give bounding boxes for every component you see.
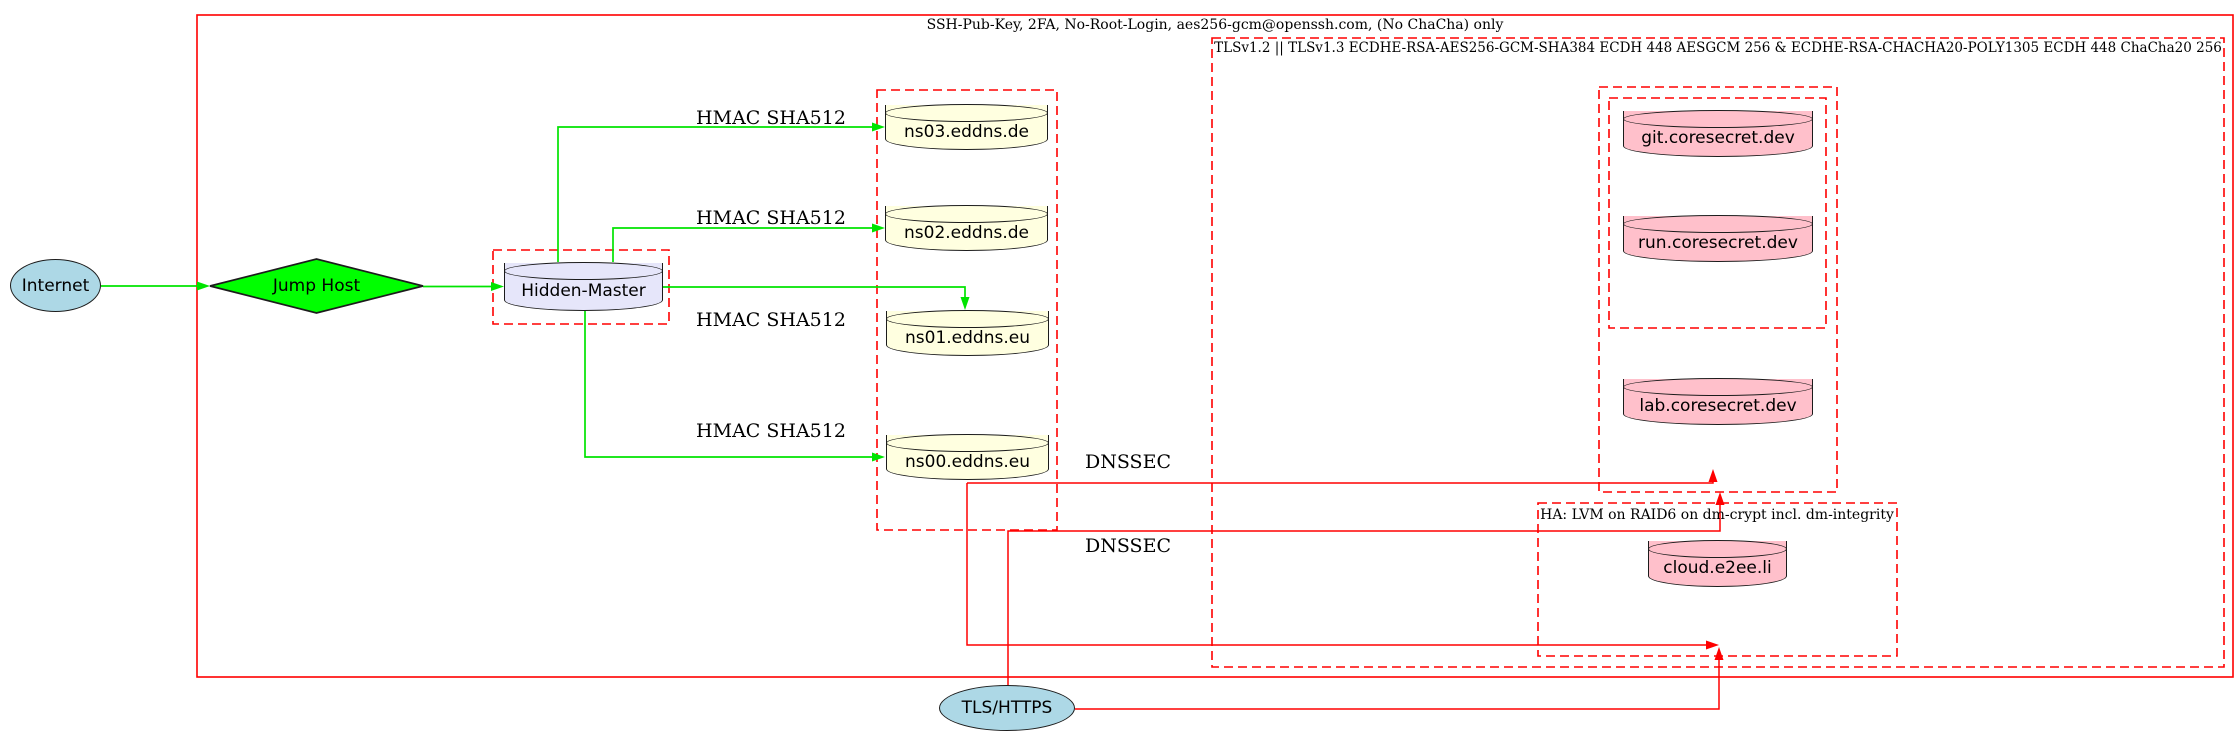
node-cloud-e2ee-label: cloud.e2ee.li xyxy=(1663,558,1772,578)
edge-label-hmac-ns03: HMAC SHA512 xyxy=(696,107,846,129)
tls-cluster-label: TLSv1.2 || TLSv1.3 ECDHE-RSA-AES256-GCM-… xyxy=(1214,40,2222,56)
edge-label-hmac-ns02: HMAC SHA512 xyxy=(696,207,846,229)
node-ns03: ns03.eddns.de xyxy=(884,104,1049,150)
node-hidden-master-label: Hidden-Master xyxy=(521,281,646,301)
node-cloud-e2ee: cloud.e2ee.li xyxy=(1647,540,1788,587)
ha-cluster-label: HA: LVM on RAID6 on dm-crypt incl. dm-in… xyxy=(1540,507,1894,523)
edge-label-hmac-ns01: HMAC SHA512 xyxy=(696,309,846,331)
edge-hiddenmaster-ns01 xyxy=(663,286,966,297)
node-internet: Internet xyxy=(10,259,101,312)
node-tls-https-label: TLS/HTTPS xyxy=(961,698,1053,718)
arrowhead-tlshttps-coresecret xyxy=(1715,492,1725,505)
node-ns01-label: ns01.eddns.eu xyxy=(905,327,1030,348)
tls-cluster-box xyxy=(1211,37,2225,668)
arrowhead-dnssec-coresecret xyxy=(1708,469,1718,482)
node-hidden-master: Hidden-Master xyxy=(503,262,664,311)
edge-hiddenmaster-ns00 xyxy=(584,311,872,458)
arrowhead-tlshttps-ha xyxy=(1714,647,1724,660)
node-lab-coresecret: lab.coresecret.dev xyxy=(1622,378,1814,425)
arrowhead-dnssec-ha xyxy=(1706,640,1719,650)
node-ns02-label: ns02.eddns.de xyxy=(904,222,1029,243)
arrowhead-ns03 xyxy=(872,122,885,132)
edge-dnssec-coresecret xyxy=(967,480,1714,484)
node-ns03-label: ns03.eddns.de xyxy=(904,121,1029,142)
node-run-coresecret-label: run.coresecret.dev xyxy=(1638,233,1798,253)
node-git-coresecret-label: git.coresecret.dev xyxy=(1641,128,1795,148)
edge-tlshttps-coresecret xyxy=(1007,505,1721,686)
edge-label-dnssec-1: DNSSEC xyxy=(1085,451,1171,473)
node-jump-host-label: Jump Host xyxy=(272,276,361,296)
node-git-coresecret: git.coresecret.dev xyxy=(1622,110,1814,157)
node-lab-coresecret-label: lab.coresecret.dev xyxy=(1639,396,1797,416)
dns-cluster-box xyxy=(876,89,1058,531)
edge-label-hmac-ns00: HMAC SHA512 xyxy=(696,420,846,442)
node-run-coresecret: run.coresecret.dev xyxy=(1622,215,1814,262)
node-tls-https: TLS/HTTPS xyxy=(939,685,1075,731)
edge-hiddenmaster-ns02 xyxy=(612,227,872,262)
ssh-cluster-box xyxy=(196,14,2234,678)
arrowhead-ns00 xyxy=(872,452,885,462)
arrowhead-jumphost-hiddenmaster xyxy=(491,282,504,291)
node-ns00: ns00.eddns.eu xyxy=(885,434,1050,480)
ssh-cluster-label: SSH-Pub-Key, 2FA, No-Root-Login, aes256-… xyxy=(926,17,1504,33)
arrowhead-ns01 xyxy=(960,297,970,310)
node-ns00-label: ns00.eddns.eu xyxy=(905,451,1030,472)
coresecret-inner-cluster-box xyxy=(1608,97,1827,329)
edge-tlshttps-ha xyxy=(1075,660,1720,710)
arrowhead-internet-jumphost xyxy=(197,281,210,291)
edge-label-dnssec-2: DNSSEC xyxy=(1085,535,1171,557)
edge-hiddenmaster-ns03 xyxy=(557,126,872,262)
node-ns02: ns02.eddns.de xyxy=(884,205,1049,251)
jump-host-shape xyxy=(209,258,424,314)
arrowhead-ns02 xyxy=(872,223,885,233)
node-jump-host: Jump Host xyxy=(210,259,423,313)
edge-dnssec-ha xyxy=(966,483,1706,646)
node-ns01: ns01.eddns.eu xyxy=(885,310,1050,356)
coresecret-outer-cluster-box xyxy=(1598,86,1838,493)
node-internet-label: Internet xyxy=(21,275,90,296)
